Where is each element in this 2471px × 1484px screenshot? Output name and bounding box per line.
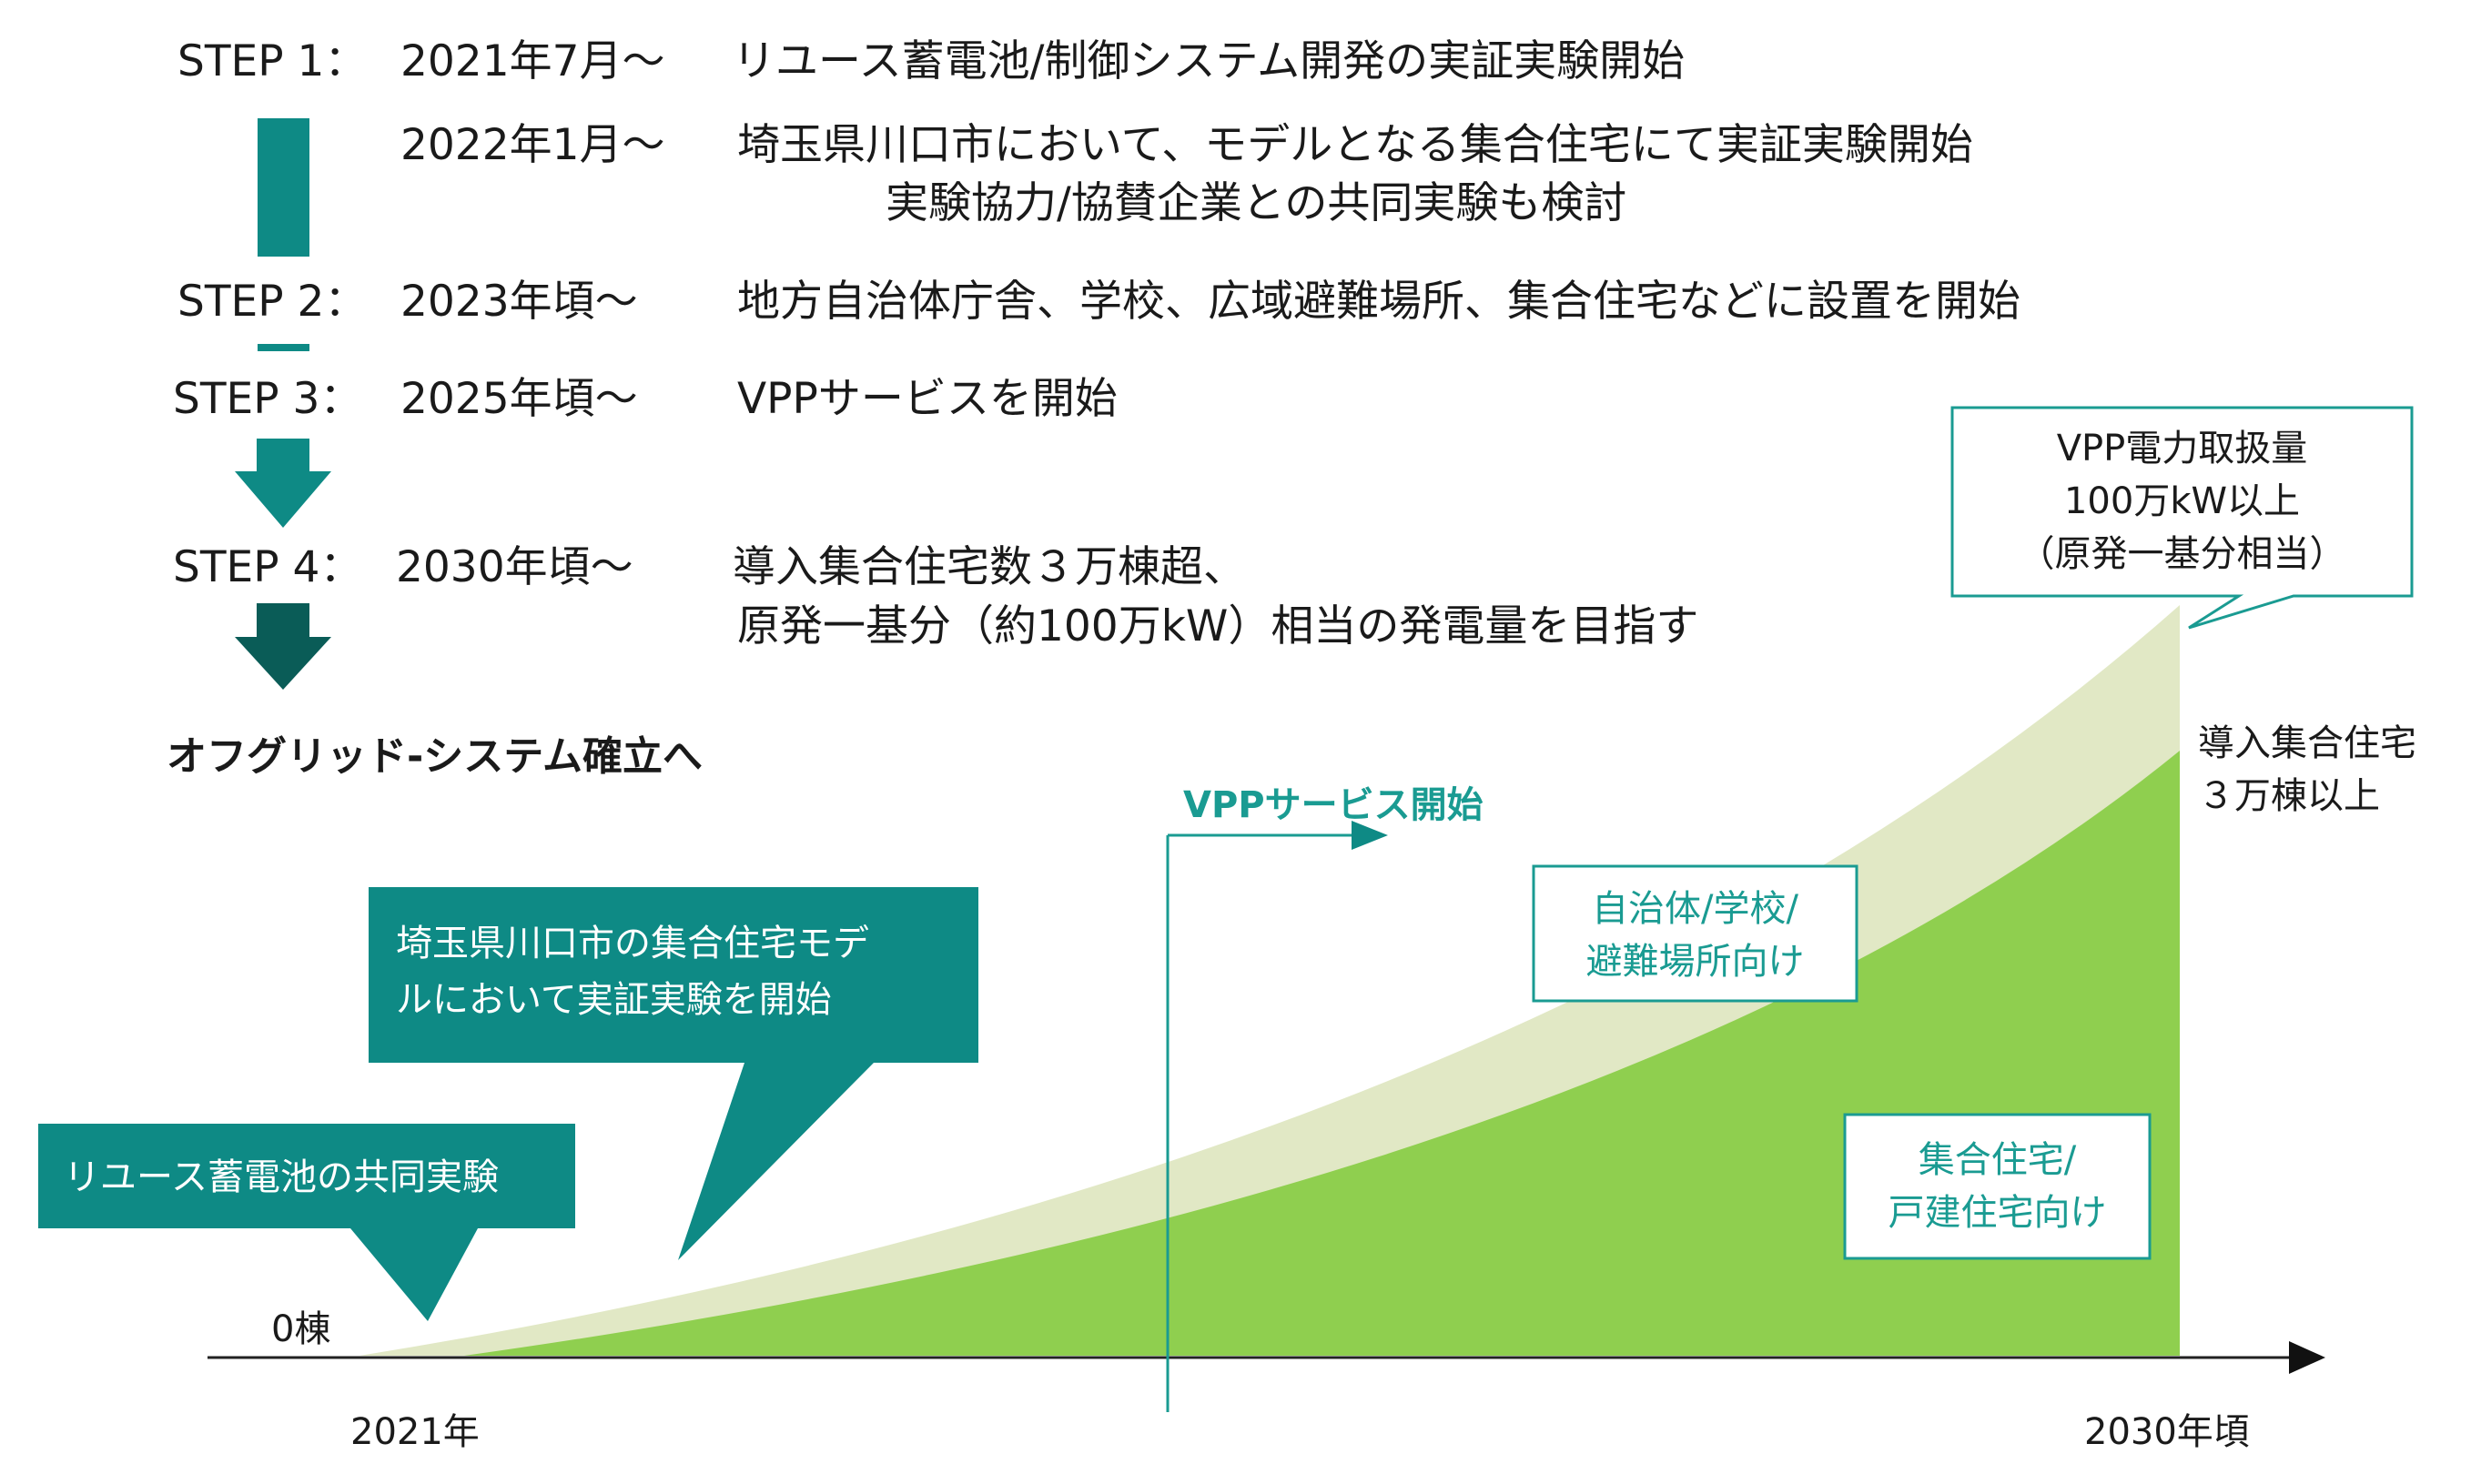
vpp-volume-text: VPP電力取扱量 100万kW以上 （原発一基分相当） — [2018, 428, 2346, 575]
vpp-volume-box-shape — [1950, 406, 2414, 630]
step3-label: STEP 3： — [173, 374, 363, 424]
zero-buildings-label: 0棟 — [271, 1308, 331, 1350]
step4-date: 2030年頃～ — [396, 542, 633, 592]
substep-description: 埼玉県川口市において、モデルとなる集合住宅にて実証実験開始 — [737, 120, 1973, 170]
housing-box-shape — [1843, 1113, 2152, 1260]
kawaguchi-callout-shape — [369, 887, 978, 1260]
step4-description-2: 原発一基分（約100万kW）相当の発電量を目指す — [737, 601, 1699, 651]
axis-arrowhead — [2289, 1341, 2325, 1374]
step1-description: リユース蓄電池/制御システム開発の実証実験開始 — [733, 36, 1686, 86]
step3-date: 2025年頃～ — [400, 374, 638, 424]
municipal-box-text: 自治体/学校/ 避難場所向け — [1585, 888, 1805, 983]
reuse-callout-shape — [38, 1124, 575, 1321]
step4-arrow — [235, 439, 331, 528]
step2-date: 2023年頃～ — [400, 277, 638, 327]
vpp-start-label: VPPサービス開始 — [1183, 784, 1484, 826]
vpp-start-arrowhead — [1352, 821, 1388, 850]
step1-label: STEP 1： — [177, 36, 368, 86]
goal-arrow — [235, 603, 331, 690]
housing-target-label: 導入集合住宅 ３万棟以上 — [2198, 722, 2416, 817]
step4-description: 導入集合住宅数３万棟超、 — [733, 542, 1246, 592]
housing-growth-area — [464, 751, 2180, 1356]
step1-date: 2021年7月～ — [400, 36, 665, 86]
substep-description-2: 実験協力/協賛企業との共同実験も検討 — [886, 178, 1627, 228]
municipal-box-shape — [1532, 864, 1858, 1003]
step2-description: 地方自治体庁舎、学校、広域避難場所、集合住宅などに設置を開始 — [737, 277, 2020, 327]
end-year-label: 2030年頃 — [2084, 1411, 2250, 1453]
step3-description: VPPサービスを開始 — [737, 374, 1118, 424]
start-year-label: 2021年 — [350, 1411, 480, 1453]
substep-date: 2022年1月～ — [400, 120, 665, 170]
goal-label: オフグリッド-システム確立へ — [167, 733, 703, 780]
step1-progress-bar — [258, 118, 309, 257]
housing-box-text: 集合住宅/ 戸建住宅向け — [1888, 1139, 2107, 1234]
step2-progress-tick — [258, 344, 309, 351]
step2-label: STEP 2： — [177, 277, 368, 327]
step4-label: STEP 4： — [173, 542, 363, 592]
reuse-callout-text: リユース蓄電池の共同実験 — [64, 1156, 499, 1198]
kawaguchi-callout-text: 埼玉県川口市の集合住宅モデ ルにおいて実証実験を開始 — [396, 923, 869, 1021]
